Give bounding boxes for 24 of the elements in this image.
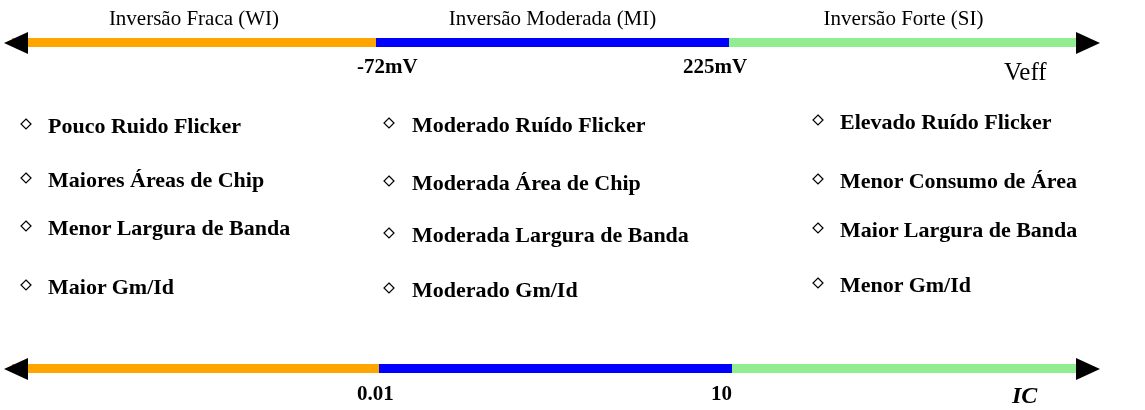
list-item-text: Maior Gm/Id (48, 274, 175, 300)
value-label: 225mV (683, 54, 748, 79)
list-item-text: Menor Gm/Id (840, 272, 971, 298)
list-item-text: Moderada Área de Chip (412, 170, 641, 196)
list-item-text: Maiores Áreas de Chip (48, 167, 265, 193)
axis-label: Veff (1004, 58, 1047, 86)
segment-heading: Inversão Fraca (WI) (107, 6, 281, 31)
list-item-text: Menor Consumo de Área (840, 168, 1077, 194)
value-label: 10 (711, 381, 732, 406)
list-item-text: Maior Largura de Banda (840, 217, 1078, 243)
segment-heading: Inversão Moderada (MI) (447, 6, 658, 31)
axis-label: IC (1012, 382, 1038, 409)
list-item-text: Moderado Gm/Id (412, 277, 578, 303)
segment-heading: Inversão Forte (SI) (822, 6, 985, 31)
scale-bar-segment (732, 364, 1078, 373)
value-label: -72mV (357, 54, 418, 79)
value-label: 0.01 (357, 381, 394, 406)
list-item-text: Menor Largura de Banda (48, 215, 291, 241)
list-item-text: Pouco Ruido Flicker (48, 113, 242, 139)
list-item-text: Moderado Ruído Flicker (412, 112, 646, 138)
list-item-text: Elevado Ruído Flicker (840, 109, 1052, 135)
list-item-text: Moderada Largura de Banda (412, 222, 689, 248)
scale-bar-segment (12, 364, 379, 373)
scale-bar-segment (379, 364, 732, 373)
